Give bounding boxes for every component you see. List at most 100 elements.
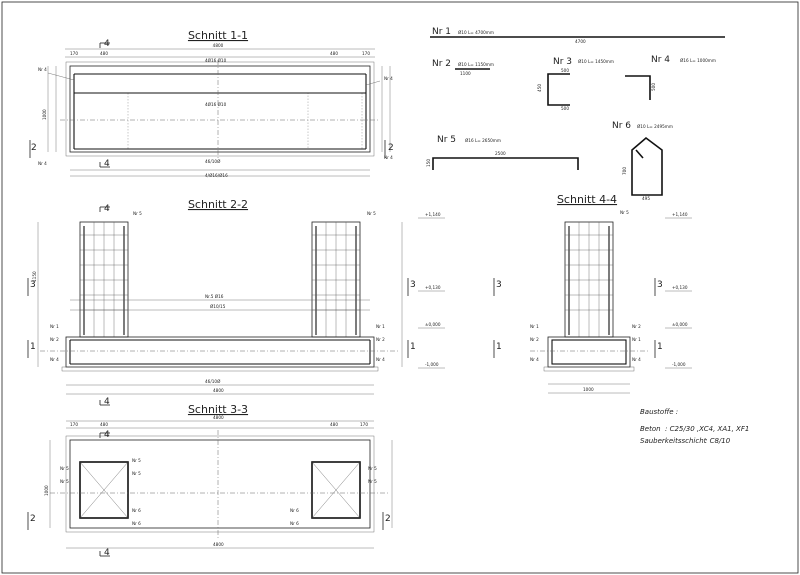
svg-text:-1,000: -1,000: [425, 362, 439, 367]
svg-text:500: 500: [561, 68, 569, 73]
svg-text:170: 170: [70, 51, 78, 56]
svg-text:2: 2: [30, 514, 36, 524]
svg-text:3: 3: [496, 280, 502, 290]
svg-text:Ø16 L= 2650mm: Ø16 L= 2650mm: [465, 138, 501, 143]
svg-text:Nr 5: Nr 5: [368, 466, 377, 471]
svg-text:Nr 5: Nr 5: [367, 211, 376, 216]
svg-text:4Ø16 Ø10: 4Ø16 Ø10: [205, 58, 227, 63]
svg-text:Nr 6: Nr 6: [290, 521, 299, 526]
bar-schedule: Nr 1 Ø10 L= 4700mm 4700 Nr 2 Ø10 L= 1150…: [426, 27, 725, 201]
svg-text:Schnitt 3-3: Schnitt 3-3: [188, 403, 248, 416]
svg-text:Nr 2: Nr 2: [376, 337, 385, 342]
svg-text:Ø10 L= 2495mm: Ø10 L= 2495mm: [637, 124, 673, 129]
svg-text:4/Ø16/Ø16: 4/Ø16/Ø16: [205, 173, 228, 178]
materials-heading: Baustoffe :: [640, 408, 678, 416]
svg-text:170: 170: [360, 422, 368, 427]
svg-text:Schnitt 4-4: Schnitt 4-4: [557, 193, 617, 206]
svg-text:1: 1: [496, 342, 502, 352]
svg-text:2500: 2500: [495, 151, 506, 156]
svg-text:Nr 2: Nr 2: [50, 337, 59, 342]
section-1-1-title: Schnitt 1-1: [188, 29, 248, 42]
svg-text:Nr 2: Nr 2: [432, 59, 451, 69]
svg-text:Nr 5: Nr 5: [133, 211, 142, 216]
svg-text:Nr 5: Nr 5: [60, 466, 69, 471]
section-3-3: Schnitt 3-3 4800 170 480 480 170 4800 Nr…: [27, 403, 393, 558]
svg-text:Nr 4: Nr 4: [38, 67, 47, 72]
svg-text:4: 4: [104, 204, 110, 214]
svg-text:Nr.5 Ø16: Nr.5 Ø16: [205, 294, 224, 299]
svg-text:700: 700: [622, 167, 627, 175]
svg-text:4: 4: [104, 548, 110, 558]
svg-text:1000: 1000: [44, 485, 49, 496]
svg-text:+1,140: +1,140: [672, 212, 688, 217]
svg-text:+1,140: +1,140: [425, 212, 441, 217]
svg-text:Nr 4: Nr 4: [530, 357, 539, 362]
section-4-4: Schnitt 4-4 1000 Nr 5 Nr 1 Nr 2 Nr 4 Nr …: [493, 193, 692, 394]
svg-text:2: 2: [388, 143, 394, 153]
svg-text:Nr 1: Nr 1: [432, 27, 451, 37]
svg-text:Nr 5: Nr 5: [132, 458, 141, 463]
beton-value: : C25/30 ,XC4, XA1, XF1: [665, 425, 749, 433]
svg-text:495: 495: [642, 196, 650, 201]
svg-text:Nr 6: Nr 6: [132, 508, 141, 513]
svg-text:4800: 4800: [213, 542, 224, 547]
svg-text:4: 4: [104, 39, 110, 49]
svg-text:4800: 4800: [213, 388, 224, 393]
svg-text:Nr 4: Nr 4: [632, 357, 641, 362]
svg-text:Nr 4: Nr 4: [384, 76, 393, 81]
svg-text:3: 3: [410, 280, 416, 290]
svg-text:500: 500: [651, 83, 656, 91]
svg-text:46/10Ø: 46/10Ø: [205, 379, 221, 384]
svg-text:Nr 5: Nr 5: [620, 210, 629, 215]
svg-text:170: 170: [362, 51, 370, 56]
svg-text:4700: 4700: [575, 39, 586, 44]
sauber-label: Sauberkeitsschicht: [640, 437, 707, 445]
svg-text:Nr 2: Nr 2: [530, 337, 539, 342]
materials-block: Baustoffe : Beton : C25/30 ,XC4, XA1, XF…: [640, 408, 749, 445]
svg-text:4: 4: [104, 430, 110, 440]
svg-text:4: 4: [104, 397, 110, 407]
svg-text:Nr 3: Nr 3: [553, 57, 572, 67]
svg-text:46/10Ø: 46/10Ø: [205, 159, 221, 164]
svg-text:4: 4: [104, 159, 110, 169]
section-2-2: Schnitt 2-2 Nr.5 Ø16 Ø10/15 46/10Ø: [27, 198, 445, 407]
svg-text:±0,000: ±0,000: [425, 322, 441, 327]
svg-text:4800: 4800: [213, 43, 224, 48]
sauber-value: : C8/10: [705, 437, 731, 445]
svg-text:Nr 4: Nr 4: [50, 357, 59, 362]
svg-text:Nr 1: Nr 1: [530, 324, 539, 329]
svg-text:480: 480: [100, 422, 108, 427]
svg-text:Ø10 L= 1450mm: Ø10 L= 1450mm: [578, 59, 614, 64]
svg-text:1000: 1000: [42, 109, 47, 120]
svg-text:Nr 4: Nr 4: [376, 357, 385, 362]
svg-text:1150: 1150: [32, 271, 37, 282]
svg-text:1100: 1100: [460, 71, 471, 76]
svg-text:Nr 1: Nr 1: [376, 324, 385, 329]
beton-label: Beton: [640, 425, 661, 433]
svg-text:480: 480: [330, 422, 338, 427]
svg-text:Nr 4: Nr 4: [384, 155, 393, 160]
svg-text:Ø16 L= 1000mm: Ø16 L= 1000mm: [680, 58, 716, 63]
svg-text:1000: 1000: [583, 387, 594, 392]
svg-text:Ø10/15: Ø10/15: [210, 304, 226, 309]
svg-text:Nr 4: Nr 4: [651, 55, 670, 65]
svg-text:Nr 6: Nr 6: [612, 121, 631, 131]
svg-text:Nr 1: Nr 1: [632, 337, 641, 342]
svg-text:±0,000: ±0,000: [672, 322, 688, 327]
svg-text:4Ø16 Ø10: 4Ø16 Ø10: [205, 102, 227, 107]
svg-text:3: 3: [657, 280, 663, 290]
svg-text:150: 150: [426, 159, 431, 167]
svg-text:3: 3: [30, 280, 36, 290]
svg-text:Schnitt 2-2: Schnitt 2-2: [188, 198, 248, 211]
svg-text:Nr 5: Nr 5: [60, 479, 69, 484]
svg-text:Ø10 L= 1150mm: Ø10 L= 1150mm: [458, 62, 494, 67]
svg-text:Nr 2: Nr 2: [632, 324, 641, 329]
svg-text:Nr 1: Nr 1: [50, 324, 59, 329]
svg-text:2: 2: [31, 143, 37, 153]
svg-text:4800: 4800: [213, 415, 224, 420]
svg-text:480: 480: [330, 51, 338, 56]
svg-text:170: 170: [70, 422, 78, 427]
svg-text:+0,130: +0,130: [425, 285, 441, 290]
